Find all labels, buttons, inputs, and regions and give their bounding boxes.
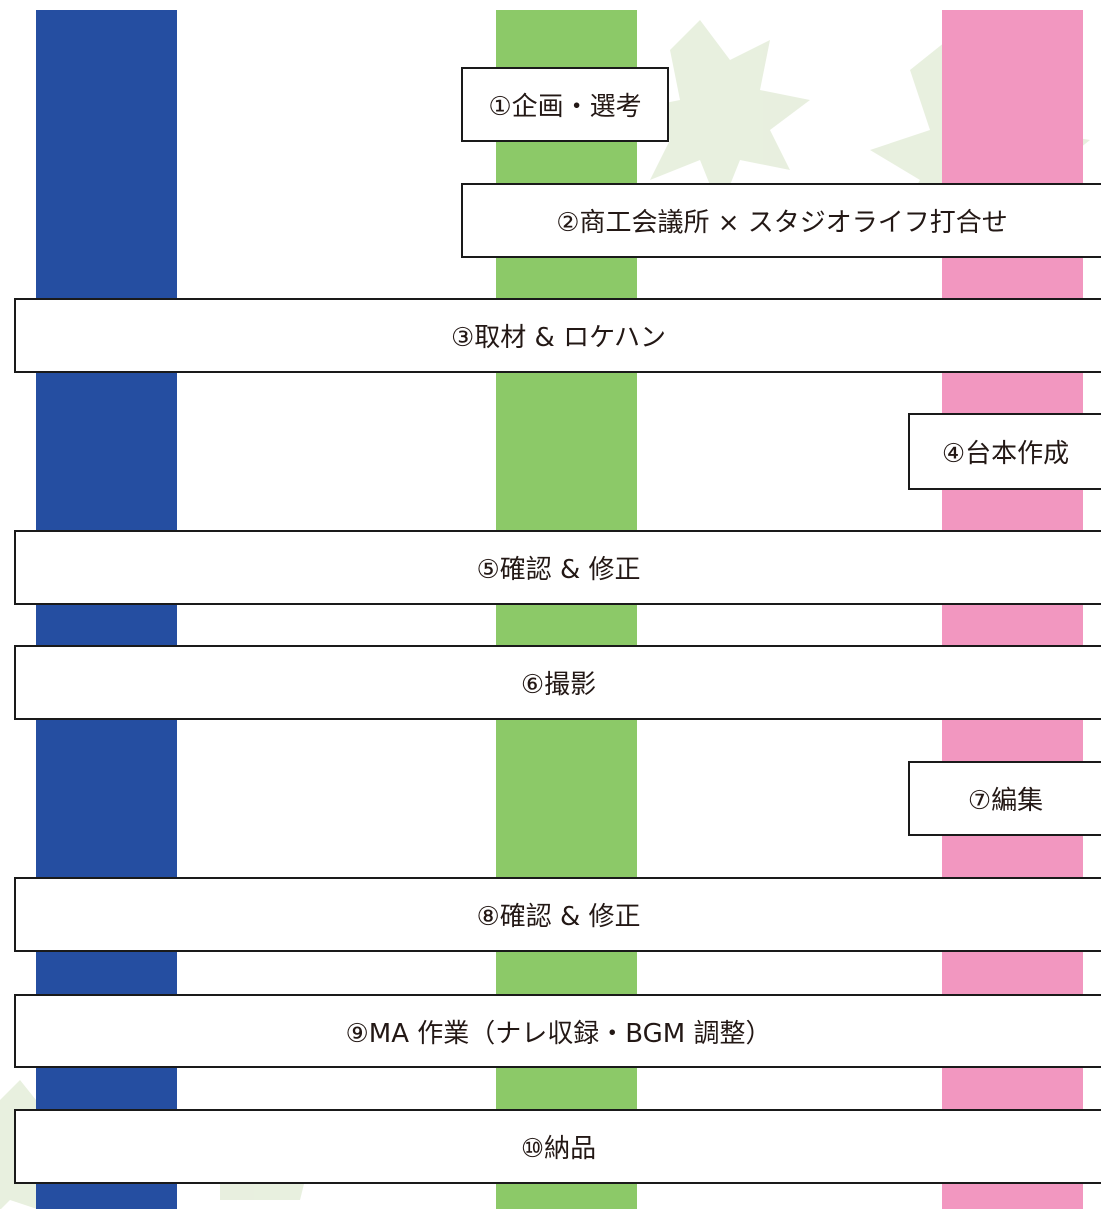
step-box-2: ②商工会議所 × スタジオライフ打合せ — [461, 183, 1101, 258]
step-label: ⑧確認 & 修正 — [476, 902, 641, 932]
step-box-7: ⑦編集 — [908, 761, 1101, 836]
step-box-5: ⑤確認 & 修正 — [14, 530, 1101, 605]
step-label: ⑨MA 作業（ナレ収録・BGM 調整） — [345, 1018, 772, 1049]
step-label: ⑩納品 — [520, 1134, 597, 1164]
step-label: ⑦編集 — [967, 786, 1044, 816]
step-label: ③取材 & ロケハン — [450, 323, 667, 353]
step-label: ④台本作成 — [941, 439, 1070, 469]
step-label: ①企画・選考 — [488, 92, 642, 122]
step-box-9: ⑨MA 作業（ナレ収録・BGM 調整） — [14, 994, 1101, 1068]
step-label: ②商工会議所 × スタジオライフ打合せ — [556, 208, 1008, 238]
maple-leaf-icon — [630, 20, 810, 210]
step-label: ⑥撮影 — [520, 670, 597, 700]
step-box-1: ①企画・選考 — [461, 67, 669, 142]
step-box-10: ⑩納品 — [14, 1109, 1101, 1184]
step-box-6: ⑥撮影 — [14, 645, 1101, 720]
step-box-8: ⑧確認 & 修正 — [14, 877, 1101, 952]
step-label: ⑤確認 & 修正 — [476, 555, 641, 585]
step-box-3: ③取材 & ロケハン — [14, 298, 1101, 373]
step-box-4: ④台本作成 — [908, 413, 1101, 490]
